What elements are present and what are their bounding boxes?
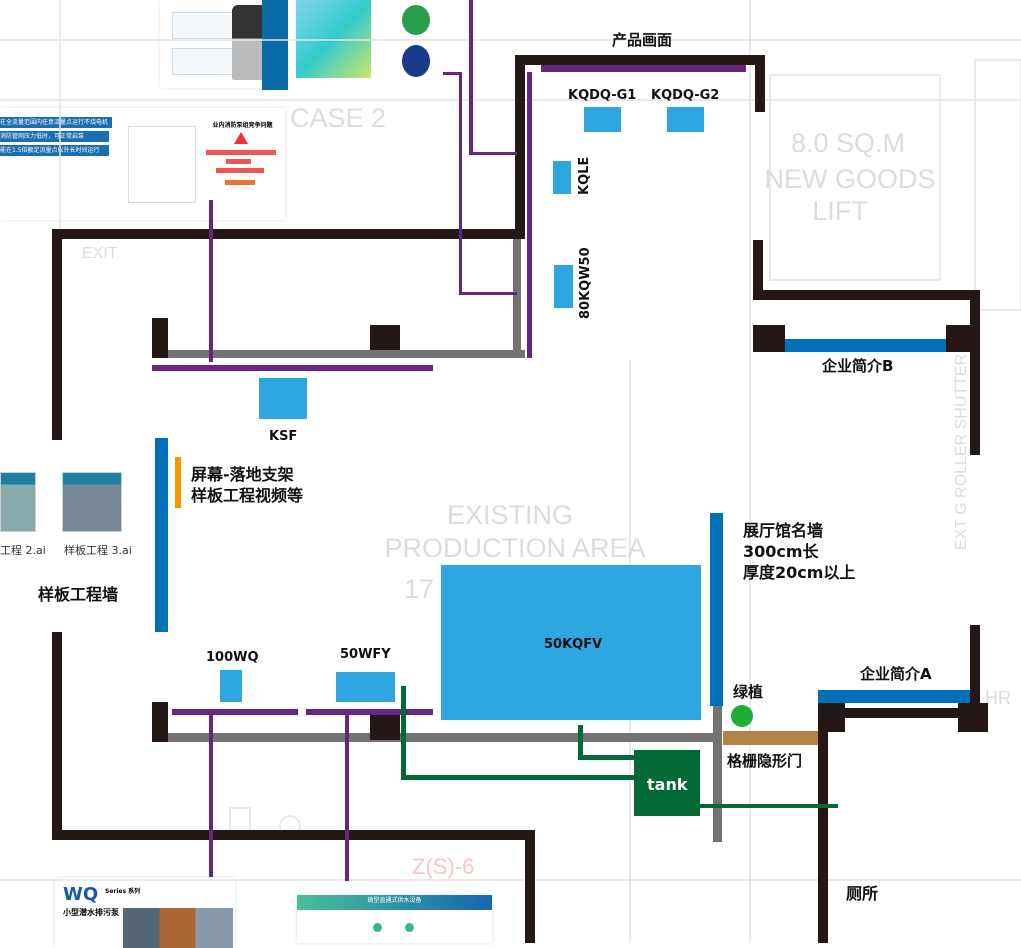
label-100wq: 100WQ — [206, 650, 259, 665]
poster-title: 业内消防泵组竞争问题 — [212, 122, 273, 129]
plant-icon — [731, 705, 753, 727]
svg-text:8.0 SQ.M: 8.0 SQ.M — [791, 128, 905, 158]
company-intro-a-panel — [818, 690, 970, 703]
file-name[interactable]: 样板工程 3.ai — [64, 544, 132, 557]
equipment-kqdq-g2[interactable] — [667, 107, 704, 132]
poster-stress — [382, 0, 437, 82]
svg-text:17: 17 — [404, 574, 434, 604]
wq-title: 小型潜水排污泵 — [63, 908, 119, 917]
poster-cfd — [296, 0, 371, 78]
grille-hidden-door[interactable] — [723, 731, 818, 745]
gray-pipes — [168, 239, 722, 842]
purple-cables — [152, 0, 746, 881]
poster-brand-strip — [262, 0, 288, 90]
label-50kqfv: 50KQFV — [544, 637, 602, 652]
walls — [52, 55, 988, 943]
label-company-intro-b: 企业简介B — [821, 357, 893, 375]
svg-text:EXISTING: EXISTING — [447, 500, 573, 530]
production-area-label: EXISTING PRODUCTION AREA 17 — [384, 500, 645, 604]
hr-label: HR — [985, 688, 1011, 708]
exit-code-label: Z(S)-6 — [412, 854, 474, 879]
company-intro-b-panel — [785, 339, 946, 352]
label-tank: tank — [647, 775, 688, 794]
poster-fire-pump-features: 在全流量范围内任意流量点运行不烧电机 消防管网压力低时，可正常启泵 能在1.5倍… — [0, 108, 285, 220]
svg-text:NEW GOODS: NEW GOODS — [764, 164, 935, 194]
wq-logo: WQ — [63, 884, 99, 905]
equipment-ksf[interactable] — [259, 378, 307, 419]
shutter-label: EXT G ROLLER SHUTTER — [953, 354, 970, 550]
hall-name-wall — [710, 513, 723, 706]
label-sample-wall: 样板工程墙 — [38, 585, 118, 604]
file-icon[interactable] — [62, 472, 122, 532]
feature-line: 消防管网压力低时，可正常启泵 — [0, 131, 109, 142]
equipment-kqdq-g1[interactable] — [584, 107, 621, 132]
label-hall-wall-length: 300cm长 — [743, 542, 820, 561]
equipment-kqle[interactable] — [553, 161, 571, 194]
label-kqle: KQLE — [577, 157, 592, 195]
file-icon[interactable] — [0, 472, 36, 532]
feature-line: 在全流量范围内任意流量点运行不烧电机 — [0, 117, 113, 128]
label-kqdq-g2: KQDQ-G2 — [651, 88, 719, 103]
poster-title: 微型直通式供水设备 — [297, 895, 492, 910]
equipment-50wfy[interactable] — [336, 672, 395, 702]
label-grille-door: 格栅隐形门 — [727, 752, 802, 770]
label-80kqw50: 80KQW50 — [578, 247, 593, 319]
label-toilet: 厕所 — [846, 884, 878, 903]
file-name[interactable]: 工程 2.ai — [0, 544, 46, 557]
lift-label: 8.0 SQ.M NEW GOODS LIFT — [764, 128, 935, 226]
label-company-intro-a: 企业简介A — [859, 665, 932, 683]
wq-series: Series 系列 — [105, 888, 141, 895]
water-tank[interactable] — [634, 750, 700, 816]
label-50wfy: 50WFY — [340, 647, 391, 662]
equipment-100wq[interactable] — [220, 670, 242, 702]
poster-wq-series: WQ Series 系列 小型潜水排污泵 — [55, 878, 235, 948]
feature-line: 能在1.5倍额定流量点以外长时间运行 — [0, 145, 109, 156]
green-pipes — [401, 686, 838, 808]
equipment-50kqfv[interactable] — [441, 565, 701, 720]
label-plant: 绿植 — [733, 683, 763, 701]
label-hall-wall: 展厅馆名墙 — [743, 521, 823, 540]
label-ksf: KSF — [269, 429, 297, 444]
case-label: CASE 2 — [290, 103, 386, 133]
label-screen-stand: 屏幕-落地支架 — [191, 465, 294, 484]
equipment-80kqw50[interactable] — [554, 265, 573, 308]
warning-icon — [234, 132, 248, 144]
screen-stand — [175, 457, 181, 508]
exit-label: EXIT — [82, 245, 118, 262]
label-kqdq-g1: KQDQ-G1 — [568, 88, 636, 103]
label-product-screen: 产品画面 — [612, 31, 672, 49]
poster-water-supply: 微型直通式供水设备 — [297, 895, 492, 943]
sample-wall-panel — [155, 438, 168, 632]
svg-text:PRODUCTION AREA: PRODUCTION AREA — [384, 533, 645, 563]
label-screen-stand-sub: 样板工程视频等 — [191, 486, 303, 505]
label-hall-wall-thickness: 厚度20cm以上 — [743, 563, 855, 582]
svg-text:LIFT: LIFT — [812, 196, 868, 226]
